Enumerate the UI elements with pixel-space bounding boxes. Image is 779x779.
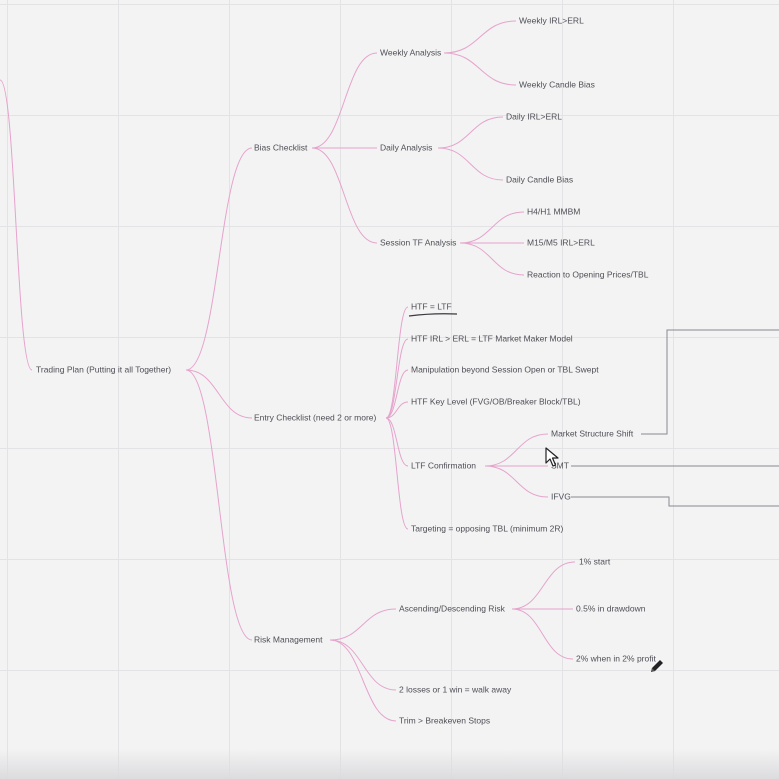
link-weekly-irl xyxy=(443,20,517,54)
htf-ltf-underline xyxy=(408,313,458,317)
link-asc-start xyxy=(511,561,576,610)
node-bias-checklist[interactable]: Bias Checklist xyxy=(254,142,308,153)
pencil-icon xyxy=(651,660,663,672)
node-h4-h1-mmbm[interactable]: H4/H1 MMBM xyxy=(527,206,581,217)
box-line-mss xyxy=(641,329,779,435)
link-root-entry xyxy=(185,369,253,419)
node-weekly-analysis[interactable]: Weekly Analysis xyxy=(380,47,442,58)
link-weekly-candle xyxy=(443,52,517,86)
link-daily-candle xyxy=(437,147,504,181)
link-ltf-mss xyxy=(484,433,549,467)
node-daily-candle-bias[interactable]: Daily Candle Bias xyxy=(506,174,574,185)
node-trim-breakeven[interactable]: Trim > Breakeven Stops xyxy=(399,715,491,726)
link-bias-weekly xyxy=(311,52,378,149)
link-entry-item-0 xyxy=(385,306,409,419)
node-ifvg[interactable]: IFVG xyxy=(551,491,571,502)
node-walk-away[interactable]: 2 losses or 1 win = walk away xyxy=(399,684,512,695)
link-entry-item-5 xyxy=(385,417,409,530)
node-ltf-confirmation[interactable]: LTF Confirmation xyxy=(411,460,477,471)
bottom-fade xyxy=(0,749,779,779)
link-risk-walkaway xyxy=(329,639,397,691)
node-htf-equals-ltf[interactable]: HTF = LTF xyxy=(411,301,452,312)
node-m15-m5-irl-erl[interactable]: M15/M5 IRL>ERL xyxy=(527,237,595,248)
node-risk-management[interactable]: Risk Management xyxy=(254,634,323,645)
link-session-h4 xyxy=(459,211,525,244)
node-targeting[interactable]: Targeting = opposing TBL (minimum 2R) xyxy=(411,523,564,534)
link-entry-item-1 xyxy=(385,338,409,419)
link-entry-item-2 xyxy=(385,369,409,419)
node-weekly-candle-bias[interactable]: Weekly Candle Bias xyxy=(519,79,595,90)
node-half-pct-drawdown[interactable]: 0.5% in drawdown xyxy=(576,603,646,614)
link-risk-ascending xyxy=(329,608,397,641)
link-root-bias xyxy=(185,147,253,371)
node-weekly-irl-erl[interactable]: Weekly IRL>ERL xyxy=(519,15,584,26)
node-htf-key-level[interactable]: HTF Key Level (FVG/OB/Breaker Block/TBL) xyxy=(411,396,581,407)
node-trading-plan[interactable]: Trading Plan (Putting it all Together) xyxy=(36,364,172,375)
node-2pct-profit[interactable]: 2% when in 2% profit xyxy=(576,653,656,664)
link-root-risk xyxy=(185,369,253,641)
node-entry-checklist[interactable]: Entry Checklist (need 2 or more) xyxy=(254,412,377,423)
link-entry-item-3 xyxy=(385,401,409,419)
box-line-ifvg xyxy=(571,496,779,507)
node-daily-irl-erl[interactable]: Daily IRL>ERL xyxy=(506,111,562,122)
link-session-reaction xyxy=(459,242,525,276)
link-offscreen-root xyxy=(0,79,33,371)
link-ltf-ifvg xyxy=(484,465,549,498)
link-asc-profit xyxy=(511,608,574,660)
node-manipulation[interactable]: Manipulation beyond Session Open or TBL … xyxy=(411,364,599,375)
link-bias-session xyxy=(311,147,378,244)
link-risk-trim xyxy=(329,639,397,722)
node-market-structure-shift[interactable]: Market Structure Shift xyxy=(551,428,634,439)
node-smt[interactable]: SMT xyxy=(551,460,569,471)
node-session-tf-analysis[interactable]: Session TF Analysis xyxy=(380,237,457,248)
node-reaction-opening-prices[interactable]: Reaction to Opening Prices/TBL xyxy=(527,269,649,280)
arrow-cursor-icon xyxy=(545,447,559,467)
node-1pct-start[interactable]: 1% start xyxy=(579,556,611,567)
node-htf-irl-erl-mmm[interactable]: HTF IRL > ERL = LTF Market Maker Model xyxy=(411,333,573,344)
link-entry-item-4 xyxy=(385,417,409,467)
link-daily-irl xyxy=(437,116,504,149)
node-daily-analysis[interactable]: Daily Analysis xyxy=(380,142,433,153)
node-ascending-descending-risk[interactable]: Ascending/Descending Risk xyxy=(399,603,505,614)
